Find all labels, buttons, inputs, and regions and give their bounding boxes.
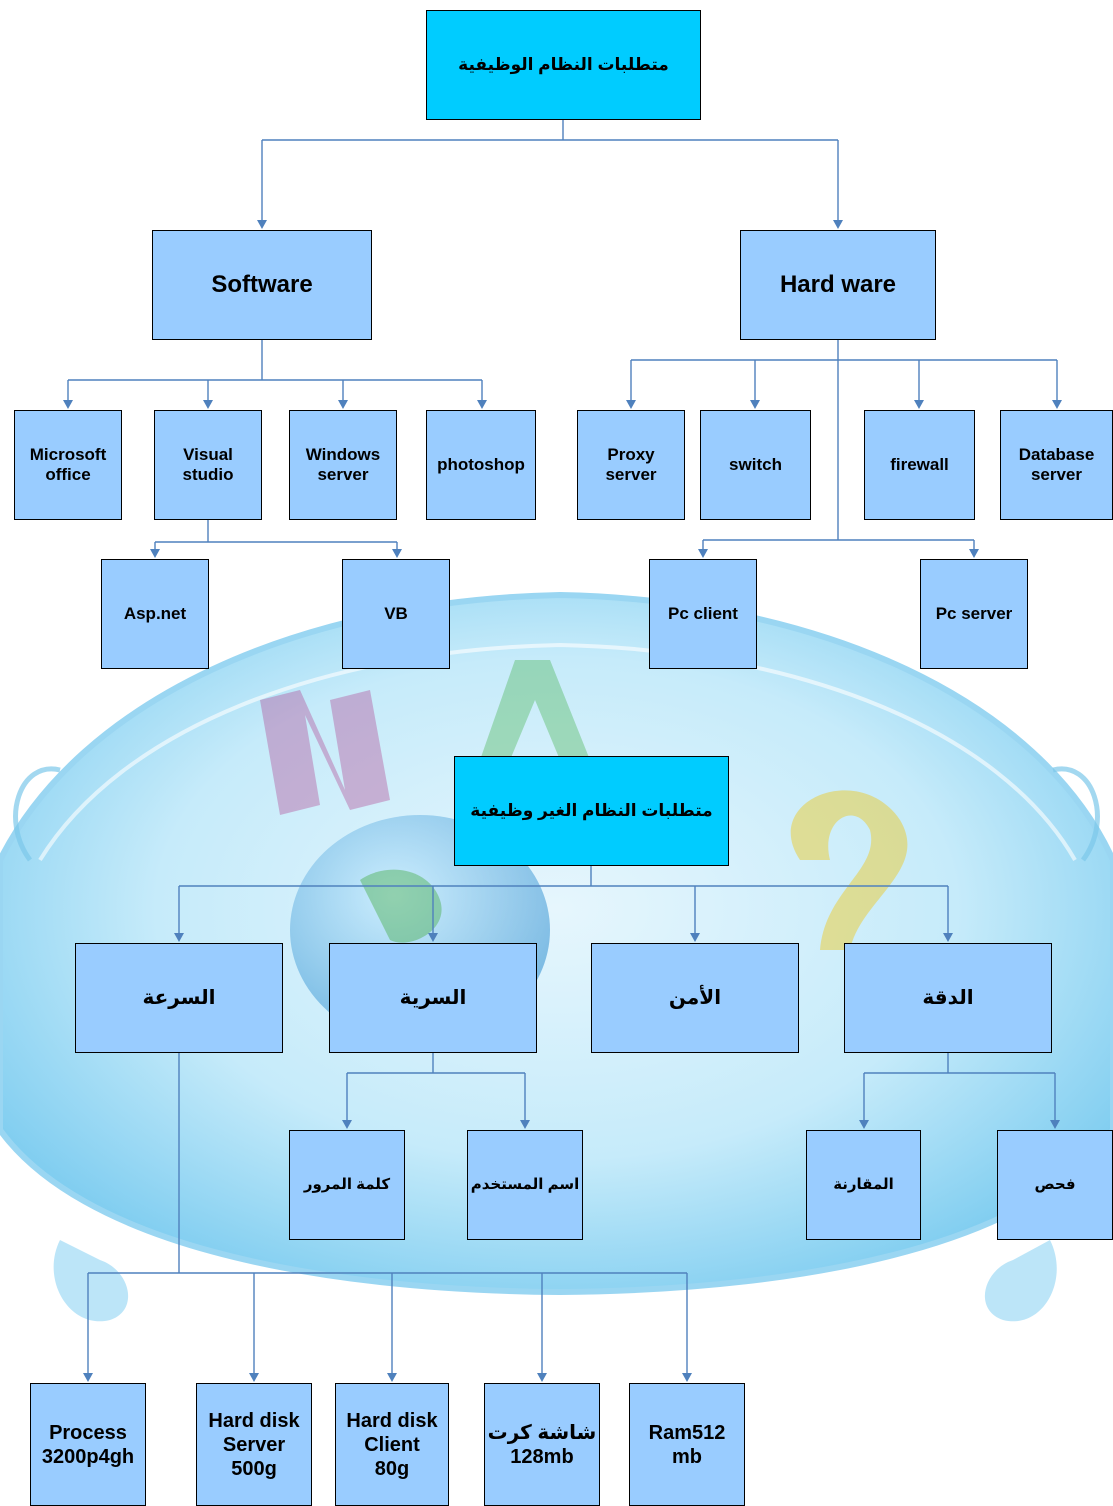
software-node: Software (152, 230, 372, 340)
hardware-node: Hard ware (740, 230, 936, 340)
secrecy-username: اسم المستخدم (467, 1130, 583, 1240)
category-security: الأمن (591, 943, 799, 1053)
accuracy-comparison: المقارنة (806, 1130, 921, 1240)
hardware-switch: switch (700, 410, 811, 520)
hardware-pc-server: Pc server (920, 559, 1028, 669)
hardware-firewall: firewall (864, 410, 975, 520)
hardware-pc-client: Pc client (649, 559, 757, 669)
accuracy-check: فحص (997, 1130, 1113, 1240)
category-speed: السرعة (75, 943, 283, 1053)
category-secrecy: السرية (329, 943, 537, 1053)
software-photoshop: photoshop (426, 410, 536, 520)
secrecy-password: كلمة المرور (289, 1130, 405, 1240)
category-accuracy: الدقة (844, 943, 1052, 1053)
functional-requirements-root: متطلبات النظام الوظيفية (426, 10, 701, 120)
visual-studio-asp-net: Asp.net (101, 559, 209, 669)
nonfunctional-requirements-root: متطلبات النظام الغير وظيفية (454, 756, 729, 866)
visual-studio-vb: VB (342, 559, 450, 669)
